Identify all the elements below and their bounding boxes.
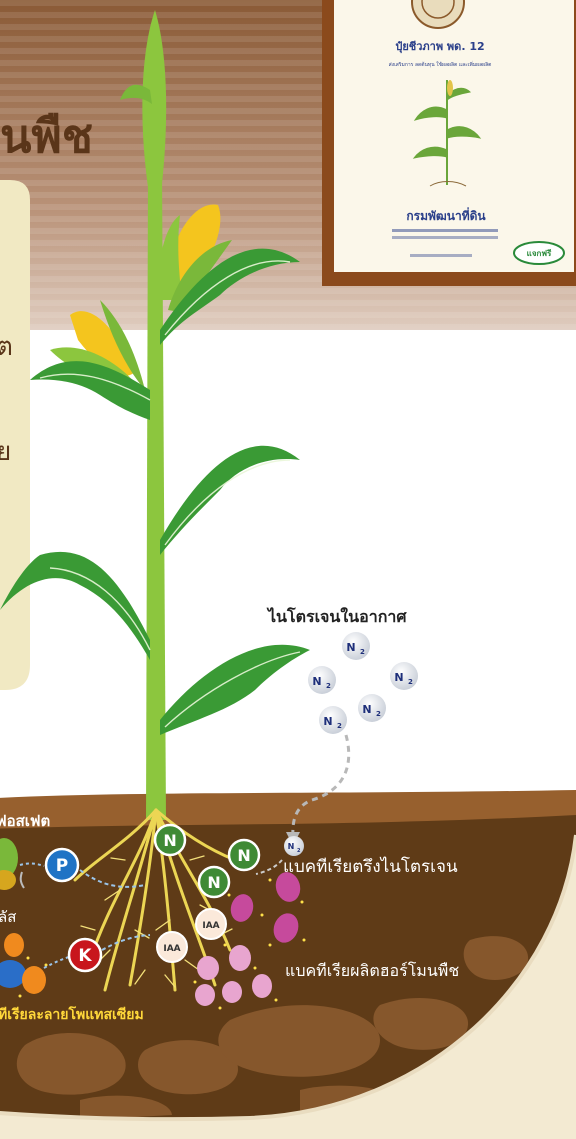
svg-text:2: 2 bbox=[337, 722, 342, 730]
n2-small: N 2 bbox=[284, 836, 304, 856]
side-text-1: ต bbox=[0, 332, 13, 362]
label-n-fixing: แบคทีเรียตรึงไนโตรเจน bbox=[283, 856, 458, 877]
svg-text:N: N bbox=[346, 641, 355, 654]
svg-text:N: N bbox=[394, 671, 403, 684]
svg-text:N: N bbox=[362, 703, 371, 716]
svg-text:N: N bbox=[323, 715, 332, 728]
svg-text:2: 2 bbox=[326, 682, 331, 690]
n2-molecule: N 2 bbox=[358, 694, 386, 722]
nitrogen-circle: N bbox=[155, 825, 185, 855]
label-potassium: ทีเรียละลายโพแทสเซียม bbox=[0, 1005, 144, 1023]
svg-text:N: N bbox=[237, 846, 250, 865]
label-hormone: แบคทีเรียผลิตฮอร์โมนพืช bbox=[285, 961, 459, 980]
bacterium bbox=[197, 956, 219, 980]
svg-text:K: K bbox=[78, 946, 92, 966]
svg-text:N: N bbox=[207, 873, 220, 892]
nitrogen-circle: N bbox=[199, 867, 229, 897]
label-air-nitrogen: ไนโตรเจนในอากาศ bbox=[266, 606, 407, 626]
label-phosphate: ฟอสเฟต bbox=[0, 812, 50, 830]
phosphorus-circle: P bbox=[46, 849, 78, 881]
iaa-hormone: IAA bbox=[196, 909, 226, 939]
bacterium bbox=[229, 945, 251, 971]
n2-molecule: N 2 bbox=[390, 662, 418, 690]
n2-molecule: N 2 bbox=[319, 706, 347, 734]
svg-text:IAA: IAA bbox=[202, 921, 219, 931]
svg-text:P: P bbox=[56, 856, 68, 876]
bacterium bbox=[4, 933, 24, 957]
svg-text:2: 2 bbox=[408, 678, 413, 686]
svg-text:IAA: IAA bbox=[163, 944, 180, 954]
potassium-circle: K bbox=[69, 939, 101, 971]
svg-text:N: N bbox=[288, 842, 295, 851]
bacterium bbox=[195, 984, 215, 1006]
bacterium bbox=[222, 981, 242, 1003]
nitrogen-circle: N bbox=[229, 840, 259, 870]
book-subtitle: ส่งเสริมการ ลดต้นทุน ใช้ผลผลิต และเพิ่มผ… bbox=[389, 61, 492, 68]
iaa-hormone: IAA bbox=[157, 932, 187, 962]
svg-text:N: N bbox=[163, 831, 176, 850]
bacterium bbox=[22, 966, 46, 994]
side-panel bbox=[0, 180, 30, 690]
bacterium bbox=[252, 974, 272, 998]
svg-text:2: 2 bbox=[376, 710, 381, 718]
title-fragment: นพืช bbox=[0, 109, 93, 163]
book-title: ปุ๋ยชีวภาพ พด. 12 bbox=[395, 40, 484, 54]
n2-molecule: N 2 bbox=[308, 666, 336, 694]
book-publisher: กรมพัฒนาที่ดิน bbox=[406, 207, 486, 223]
side-text-2: ย bbox=[0, 437, 11, 467]
label-cut-left: ลัส bbox=[0, 908, 16, 926]
svg-text:N: N bbox=[312, 675, 321, 688]
svg-text:2: 2 bbox=[360, 648, 365, 656]
n2-molecule: N 2 bbox=[342, 632, 370, 660]
book-cover: ปุ๋ยชีวภาพ พด. 12 ส่งเสริมการ ลดต้นทุน ใ… bbox=[322, 0, 576, 286]
svg-text:2: 2 bbox=[297, 848, 301, 854]
book-badge-label: แจกฟรี bbox=[527, 248, 552, 258]
